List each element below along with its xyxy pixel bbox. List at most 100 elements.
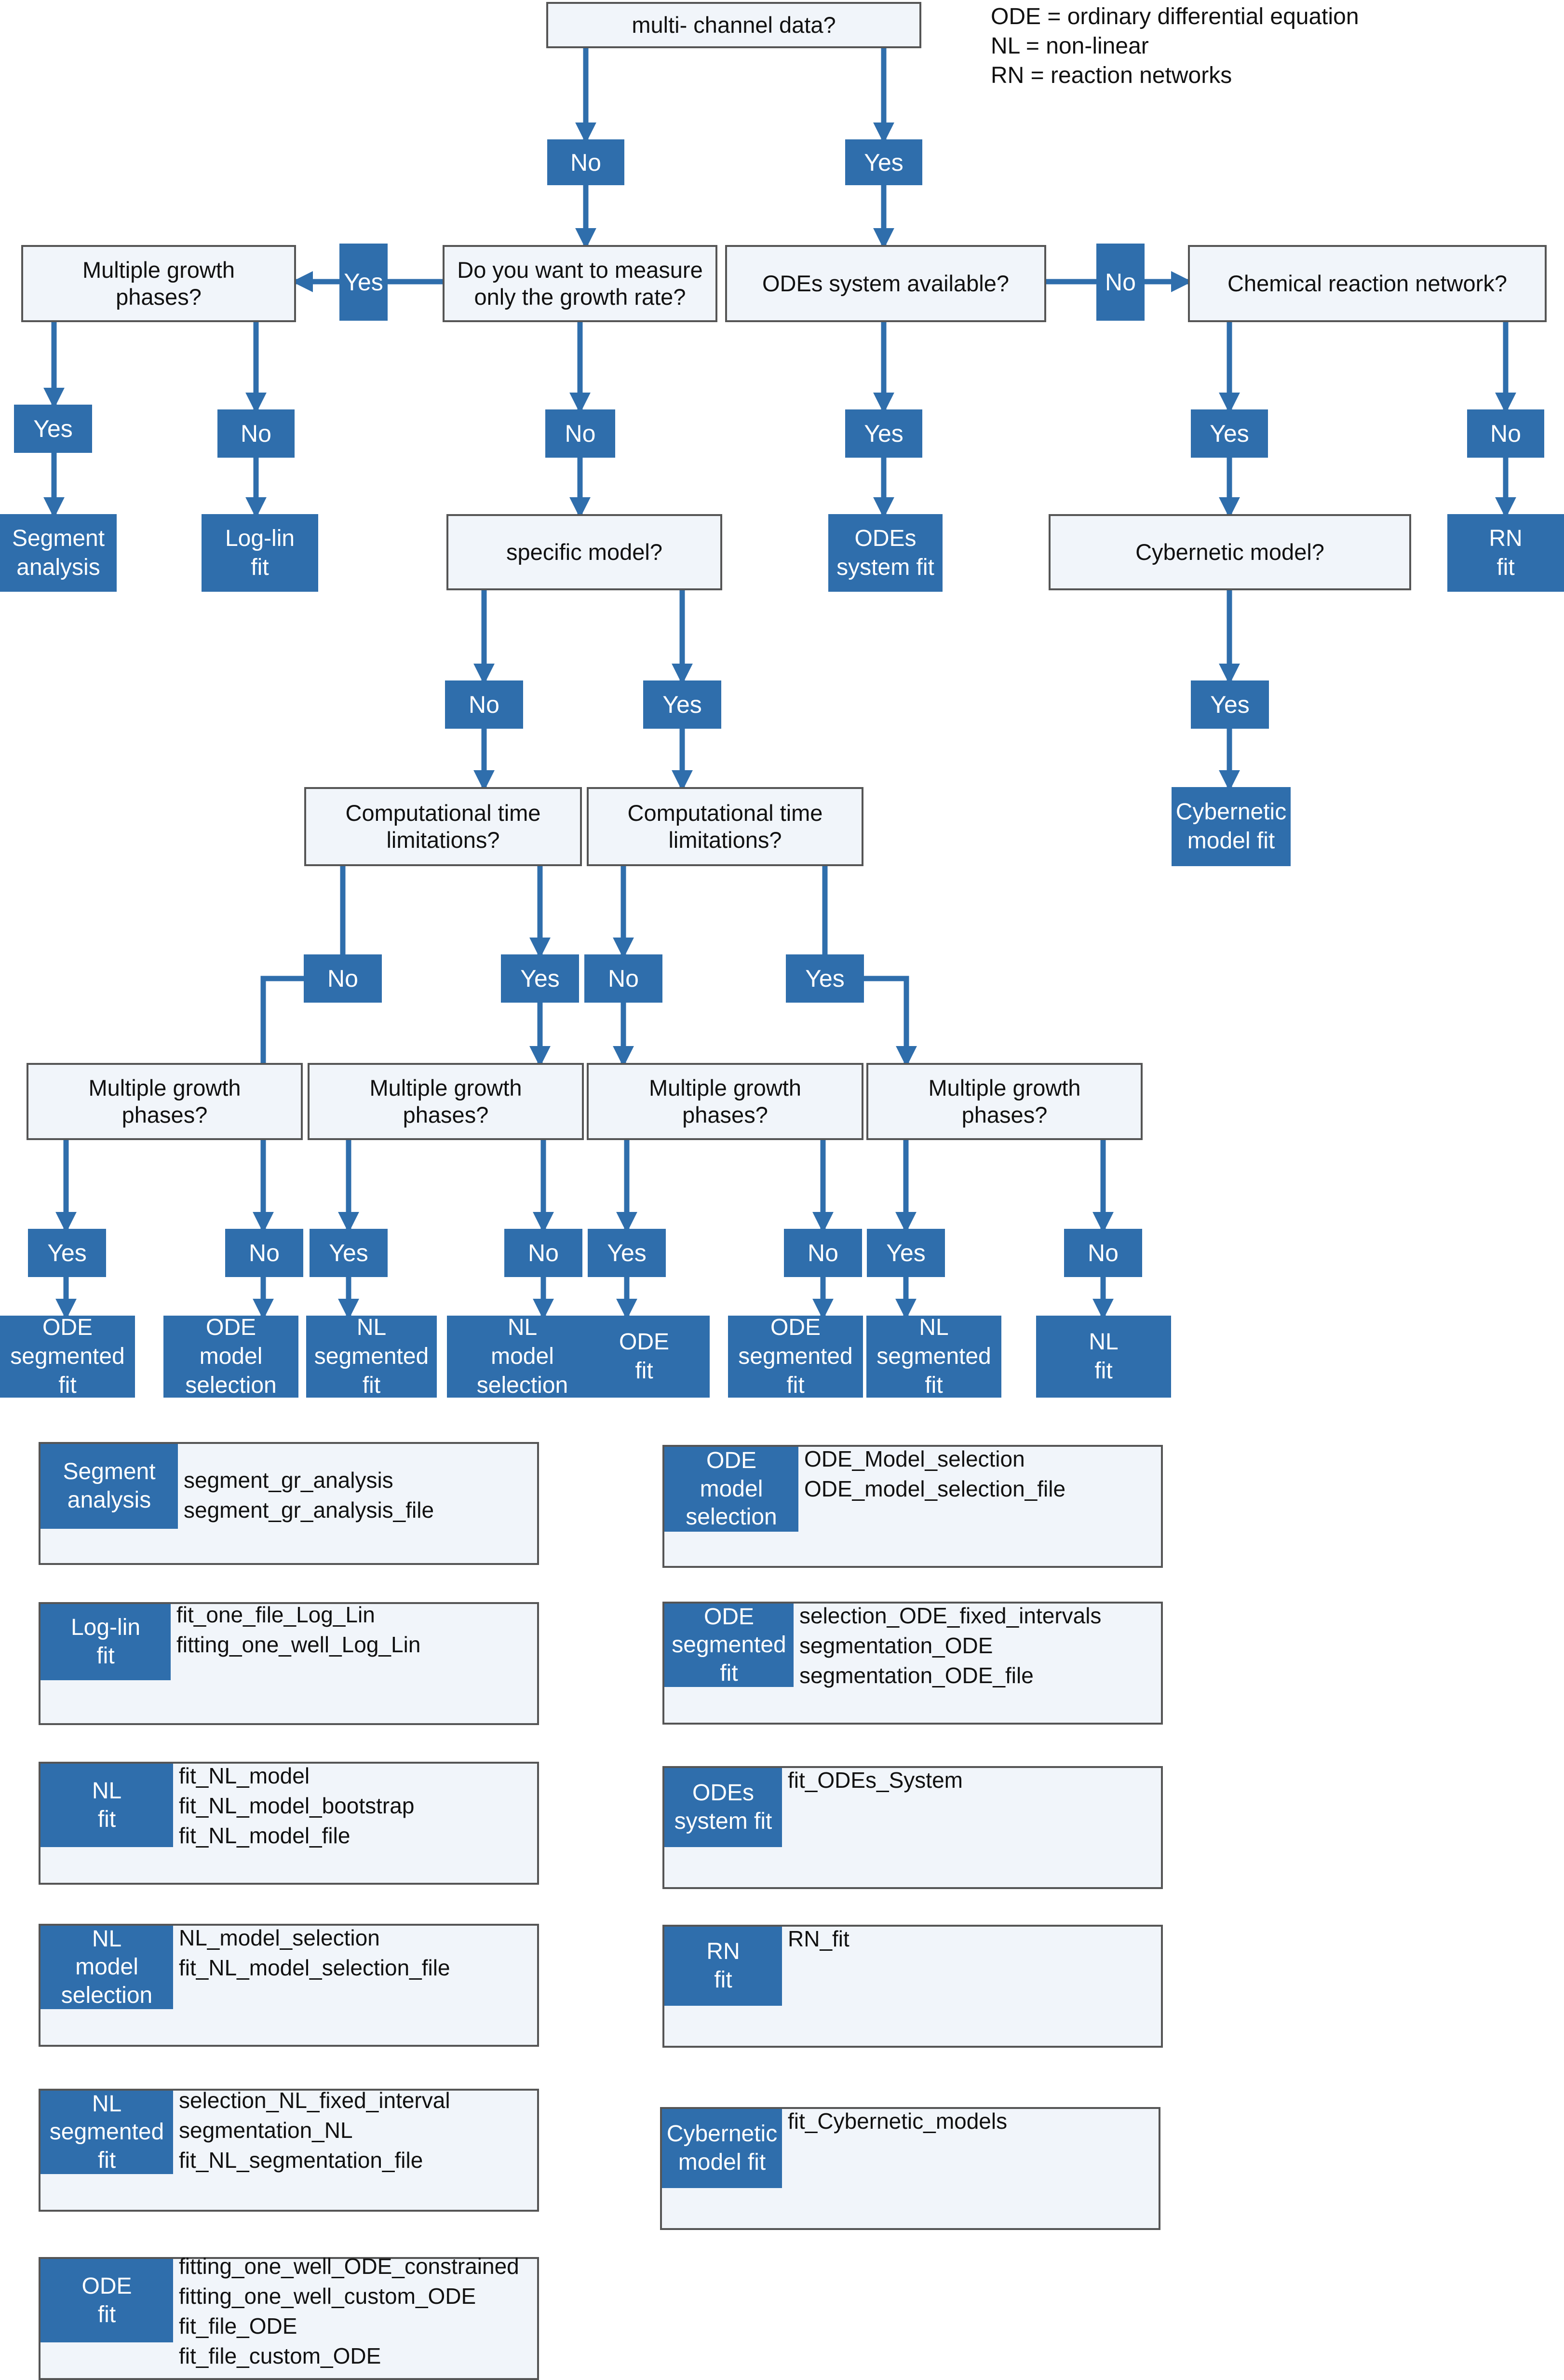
function-box-label-text: ODE segmented fit [672, 1604, 786, 1686]
result-ode-segmented-fit-1-text: ODE segmented fit [10, 1315, 125, 1398]
answer-no-9: No [1467, 409, 1544, 458]
result-rn-fit: RN fit [1447, 514, 1564, 592]
result-ode-model-selection-text: ODE model selection [185, 1315, 277, 1398]
result-ode-segmented-fit-2: ODE segmented fit [728, 1315, 863, 1398]
answer-no-5-text: No [241, 420, 271, 447]
result-segment-analysis-text: Segment analysis [12, 525, 105, 580]
q-multi-phase-1-text: Multiple growth phases? [88, 1074, 241, 1128]
function-box-label-text: ODE fit [81, 2273, 132, 2327]
result-cybernetic-fit: Cybernetic model fit [1172, 787, 1291, 866]
function-box-label-text: Log-lin fit [70, 1615, 141, 1669]
function-box: ODEs system fit fit_ODEs_System [662, 1766, 1163, 1889]
function-name: fit_ODEs_System [788, 1768, 963, 1793]
answer-yes-17-text: Yes [47, 1239, 87, 1266]
function-name: fit_Cybernetic_models [788, 2108, 1008, 2134]
q-multichannel: multi- channel data? [546, 2, 921, 48]
result-nl-model-selection: NL model selection [447, 1315, 598, 1398]
answer-no-15-text: No [608, 965, 639, 992]
function-name: fit_file_ODE [179, 2313, 297, 2339]
answer-yes-14: Yes [501, 954, 579, 1003]
function-box: RN fit RN_fit [662, 1925, 1163, 2048]
result-nl-segmented-fit-1-text: NL segmented fit [314, 1315, 429, 1398]
result-ode-segmented-fit-2-text: ODE segmented fit [738, 1315, 853, 1398]
answer-no-20-text: No [528, 1239, 559, 1266]
q-odes-available-text: ODEs system available? [762, 270, 1009, 296]
function-name: segmentation_ODE_file [799, 1663, 1034, 1688]
function-name: fit_NL_model_bootstrap [179, 1793, 415, 1818]
function-box-label-text: RN fit [706, 1939, 740, 1993]
function-name: segment_gr_analysis_file [184, 1497, 434, 1523]
function-name: fitting_one_well_custom_ODE [179, 2284, 476, 2309]
function-name: ODE_model_selection_file [804, 1476, 1066, 1501]
answer-yes-7-text: Yes [864, 420, 903, 447]
answer-yes-14-text: Yes [520, 965, 560, 992]
answer-no-10-text: No [469, 691, 499, 718]
answer-no-3-text: No [1105, 269, 1136, 296]
answer-yes-11-text: Yes [662, 691, 702, 718]
result-ode-fit: ODE fit [579, 1316, 710, 1398]
function-box-label-text: NL fit [92, 1778, 122, 1832]
function-box-label: Cybernetic model fit [662, 2109, 782, 2188]
function-list: selection_ODE_fixed_intervals segmentatio… [799, 1601, 1101, 1690]
answer-no-0: No [547, 139, 624, 185]
function-box-label: ODE segmented fit [664, 1604, 794, 1687]
answer-no-13: No [304, 954, 382, 1003]
result-nl-segmented-fit-2: NL segmented fit [866, 1315, 1001, 1398]
q-comp-time-1: Computational time limitations? [304, 787, 582, 866]
answer-yes-16: Yes [786, 954, 864, 1003]
function-name: fit_NL_segmentation_file [179, 2148, 423, 2173]
function-box-label-text: Segment analysis [63, 1459, 156, 1513]
function-name: selection_ODE_fixed_intervals [799, 1603, 1102, 1628]
answer-yes-1-text: Yes [864, 149, 903, 176]
result-ode-fit-text: ODE fit [619, 1329, 669, 1384]
q-multi-phase-1: Multiple growth phases? [27, 1063, 303, 1140]
q-multichannel-text: multi- channel data? [632, 12, 836, 38]
function-name: fit_one_file_Log_Lin [176, 1602, 375, 1627]
function-box-label: Segment analysis [40, 1444, 178, 1529]
function-box-label: NL fit [40, 1764, 173, 1847]
result-nl-model-selection-text: NL model selection [476, 1315, 568, 1398]
q-multi-phase-4-text: Multiple growth phases? [928, 1074, 1081, 1128]
result-cybernetic-fit-text: Cybernetic model fit [1175, 799, 1287, 854]
function-name: fit_NL_model_file [179, 1823, 351, 1848]
function-box-label-text: NL segmented fit [49, 2091, 164, 2173]
function-name: selection_NL_fixed_interval [179, 2088, 450, 2113]
answer-no-3: No [1096, 244, 1145, 321]
answer-yes-16-text: Yes [805, 965, 845, 992]
q-cybernetic: Cybernetic model? [1049, 514, 1411, 590]
result-odes-system-fit-text: ODEs system fit [836, 525, 934, 580]
q-multi-phase-3-text: Multiple growth phases? [648, 1074, 802, 1128]
function-name: fit_NL_model [179, 1763, 310, 1788]
function-box-label-text: ODE model selection [686, 1448, 777, 1530]
function-list: fit_Cybernetic_models [788, 2106, 1007, 2136]
function-name: RN_fit [788, 1926, 849, 1951]
function-list: fit_ODEs_System [788, 1765, 963, 1795]
function-list: RN_fit [788, 1924, 849, 1954]
legend-rn: RN = reaction networks [991, 63, 1232, 88]
abbreviation-legend: ODE = ordinary differential equation NL … [991, 2, 1359, 90]
q-cybernetic-text: Cybernetic model? [1135, 539, 1324, 565]
answer-yes-19-text: Yes [329, 1239, 368, 1266]
answer-no-24-text: No [1088, 1239, 1119, 1266]
q-growth-rate: Do you want to measure only the growth r… [443, 245, 717, 322]
answer-yes-8-text: Yes [1210, 420, 1249, 447]
answer-no-5: No [217, 409, 295, 458]
function-box-label-text: ODEs system fit [674, 1780, 772, 1834]
answer-no-13-text: No [327, 965, 358, 992]
result-rn-fit-text: RN fit [1489, 525, 1523, 580]
function-box-label: ODEs system fit [664, 1768, 782, 1847]
answer-no-24: No [1064, 1229, 1142, 1277]
result-ode-model-selection: ODE model selection [163, 1315, 298, 1398]
answer-no-6: No [545, 409, 615, 458]
answer-yes-12: Yes [1191, 680, 1269, 729]
q-specific-model-text: specific model? [506, 539, 662, 565]
result-ode-segmented-fit-1: ODE segmented fit [0, 1315, 135, 1398]
